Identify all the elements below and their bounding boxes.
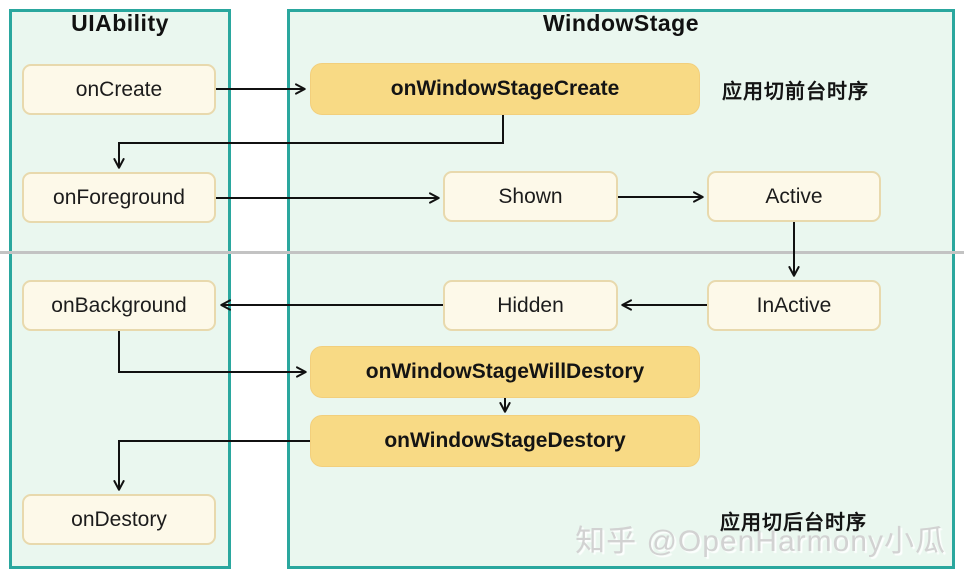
uiability-panel-title: UIAbility [71,10,169,36]
node-active: Active [707,171,881,222]
node-onforeground: onForeground [22,172,216,223]
arrow-onwindowstagecreate-to-onforeground [113,115,504,169]
background-sequence-label: 应用切后台时序 [720,512,867,534]
node-oncreate: onCreate [22,64,216,115]
windowstage-panel-title: WindowStage [542,10,700,36]
watermark-text: 知乎 @OpenHarmony小瓜 [575,525,946,558]
arrow-destory-to-ondestory [113,440,310,491]
node-shown: Shown [443,171,618,222]
node-ondestory: onDestory [22,494,216,545]
node-inactive: InActive [707,280,881,331]
arrow-onbackground-to-willdestory [118,331,307,378]
node-hidden: Hidden [443,280,618,331]
node-onwindowstagecreate: onWindowStageCreate [310,63,700,115]
node-onwindowstagewilldestory: onWindowStageWillDestory [310,346,700,398]
node-onbackground: onBackground [22,280,216,331]
node-onwindowstagedestory: onWindowStageDestory [310,415,700,467]
foreground-sequence-label: 应用切前台时序 [722,81,869,103]
foreground-background-divider [0,251,964,254]
